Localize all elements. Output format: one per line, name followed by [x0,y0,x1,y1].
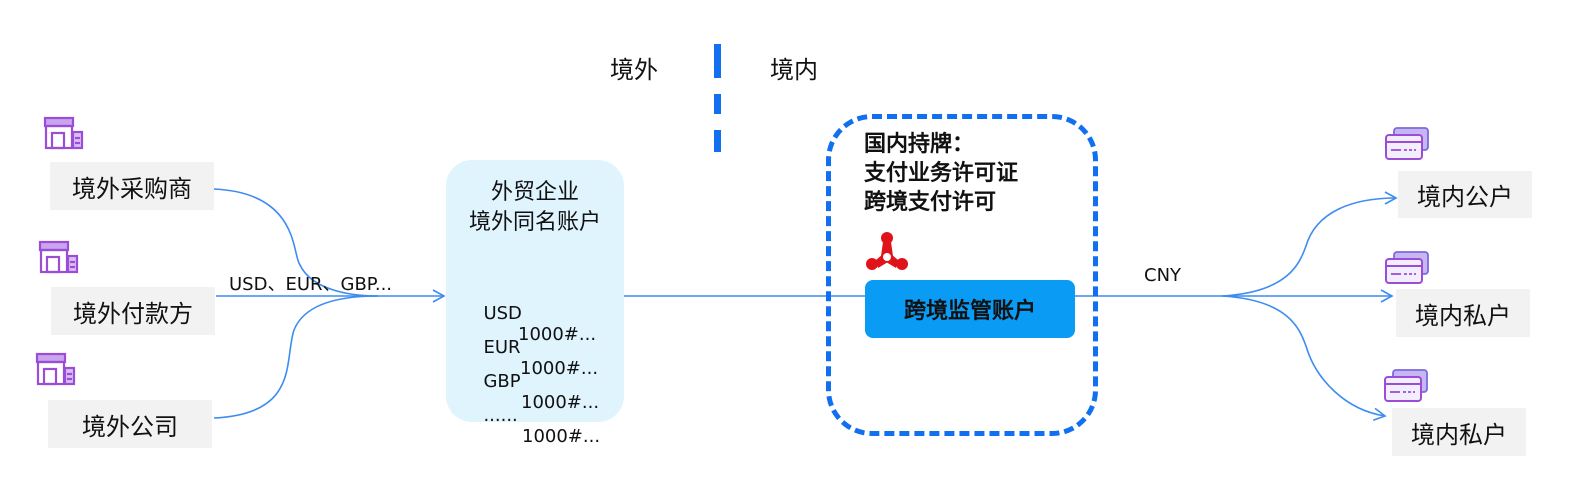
account-currency: USD [483,303,522,324]
account-row: ...... 1000#... [472,384,600,447]
payer-label: 境外采购商 [72,174,192,203]
license-line: 跨境支付许可 [864,190,997,215]
payer-box-company: 境外公司 [48,400,212,448]
receiver-label: 境内公户 [1417,183,1513,211]
receiver-label: 境内私户 [1411,420,1507,449]
account-row: USD 1000#... [472,282,596,345]
account-currency: GBP [483,371,521,392]
bank-card-icon [1384,250,1430,286]
connector-payer-1 [213,188,379,297]
connector-to-receiver-1 [1221,191,1398,297]
receiver-label: 境内私户 [1415,301,1511,330]
bank-card-icon [1383,368,1429,404]
payer-label: 境外付款方 [73,299,193,328]
account-number: 1000#... [522,426,601,447]
trade-account-title-line1: 外贸企业 [490,180,579,205]
region-offshore-label: 境外 [610,56,658,84]
bank-card-icon [1384,126,1430,162]
region-divider [714,94,721,114]
account-number: 1000#... [521,392,600,413]
account-currency: EUR [483,337,521,358]
trade-account-panel [446,160,624,422]
connector-to-receiver-3 [1221,295,1387,422]
store-icon [34,352,80,388]
receiver-box-personal: 境内私户 [1392,408,1526,456]
inbound-currency-label: USD、EUR、GBP... [229,274,393,295]
account-number: 1000#... [518,324,597,345]
trade-account-title: 外贸企业 境外同名账户 [446,178,624,238]
store-icon [37,240,83,276]
account-currency: ...... [483,405,518,426]
region-divider [714,130,721,152]
license-line: 国内持牌： [864,132,975,157]
receiver-box-personal: 境内私户 [1396,289,1530,337]
payer-box-purchaser: 境外采购商 [50,162,214,210]
outbound-currency-label: CNY [1144,265,1182,286]
region-divider [714,44,721,78]
license-line: 支付业务许可证 [864,161,1019,186]
payer-box-payer: 境外付款方 [51,287,215,335]
connector-payer-3 [213,295,379,419]
licensed-institution-frame [826,114,1098,436]
region-onshore-label: 境内 [770,56,818,84]
account-number: 1000#... [520,358,599,379]
store-icon [42,116,88,152]
account-row: GBP 1000#... [472,350,599,413]
license-description: 国内持牌： 支付业务许可证 跨境支付许可 [864,130,1018,217]
bank-logo-icon [866,232,908,270]
supervised-account-label: 跨境监管账户 [903,299,1036,324]
receiver-box-corporate: 境内公户 [1398,171,1532,218]
account-row: EUR 1000#... [472,316,598,379]
cross-border-supervised-account: 跨境监管账户 [865,280,1075,338]
trade-account-title-line2: 境外同名账户 [468,210,601,235]
payer-label: 境外公司 [82,412,178,441]
